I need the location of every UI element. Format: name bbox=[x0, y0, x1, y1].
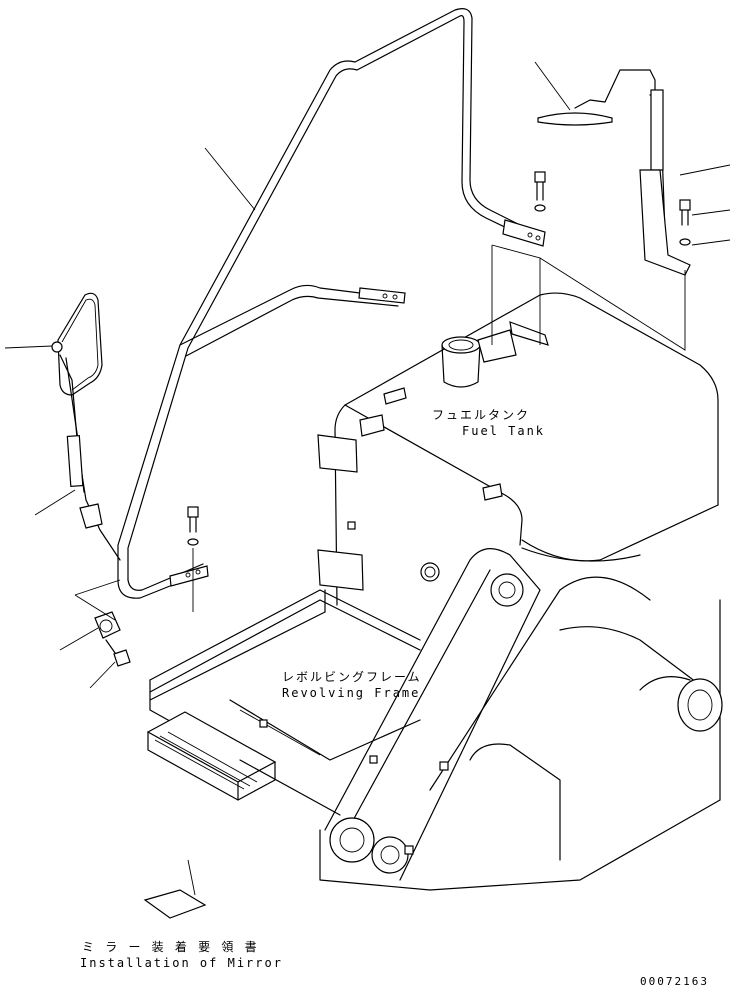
revolving-frame bbox=[146, 548, 723, 891]
lamp-bracket bbox=[537, 69, 691, 276]
bolts bbox=[187, 171, 691, 546]
revolving-frame-label-en: Revolving Frame bbox=[282, 686, 421, 700]
mirror-assembly bbox=[51, 292, 121, 561]
handrail bbox=[117, 8, 546, 599]
fuel-tank-label-en: Fuel Tank bbox=[462, 424, 546, 438]
installation-label-jp: ミ ラ ー 装 着 要 領 書 bbox=[82, 940, 259, 954]
fuel-tank-label-jp: フュエルタンク bbox=[432, 408, 531, 422]
drawing-number: 00072163 bbox=[640, 975, 709, 988]
leader-lines bbox=[4, 61, 731, 896]
clamp-parts bbox=[94, 611, 131, 667]
revolving-frame-label-jp: レボルビングフレーム bbox=[282, 670, 422, 684]
fuel-tank bbox=[317, 292, 719, 606]
instruction-sheet-icon bbox=[143, 889, 207, 919]
installation-label-en: Installation of Mirror bbox=[80, 956, 283, 970]
